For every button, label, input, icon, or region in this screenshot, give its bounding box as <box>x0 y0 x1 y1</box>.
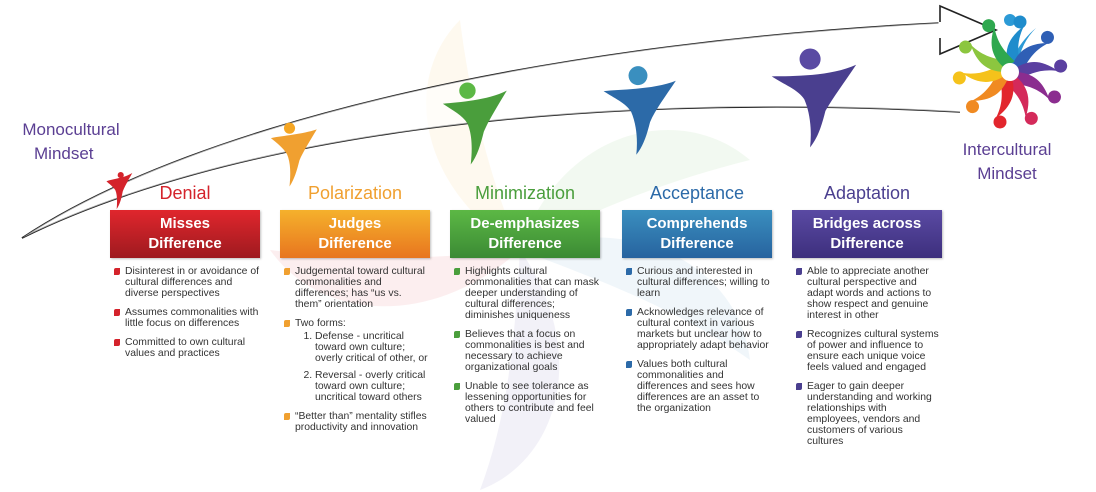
intercultural-pinwheel-icon <box>952 14 1068 129</box>
bullet-item: Disinterest in or avoidance of cultural … <box>114 266 260 299</box>
bullet-item: Two forms: Defense - uncritical toward o… <box>284 318 430 403</box>
figure-polarization-icon <box>270 122 317 187</box>
bullet-text: Assumes commonalities with little focus … <box>125 307 259 329</box>
monocultural-mindset-label: Monocultural Mindset <box>6 118 136 166</box>
bullet-item: Unable to see tolerance as lessening opp… <box>454 381 600 425</box>
stage-box: Bridges across Difference <box>792 210 942 258</box>
stage-box-line1: Bridges across <box>812 215 922 232</box>
intercultural-line1: Intercultural <box>962 140 1052 159</box>
bullet-text: Disinterest in or avoidance of cultural … <box>125 266 259 299</box>
stage-name: Denial <box>159 183 211 203</box>
bullet-text: Eager to gain deeper understanding and w… <box>807 381 932 447</box>
bullet-item: Committed to own cultural values and pra… <box>114 337 260 359</box>
bullet-text: Believes that a focus on commonalities i… <box>465 329 585 373</box>
stage-box-line2: Difference <box>660 235 734 252</box>
bullet-text: Values both cultural commonalities and d… <box>637 359 760 414</box>
stage-bullets: Highlights cultural commonalities that c… <box>450 266 600 425</box>
bullet-text: “Better than” mentality stifles producti… <box>295 411 427 433</box>
bullet-item: Believes that a focus on commonalities i… <box>454 329 600 373</box>
bullet-item: Eager to gain deeper understanding and w… <box>796 381 942 447</box>
bullet-text: Two forms: <box>295 318 346 329</box>
bullet-item: Acknowledges relevance of cultural conte… <box>626 307 772 351</box>
stage-box-line1: De-emphasizes <box>470 215 580 232</box>
stage-adaptation: Adaptation Bridges across Difference Abl… <box>792 180 942 455</box>
figure-minimization-icon <box>442 82 507 165</box>
stage-box-line1: Judges <box>328 215 382 232</box>
bullet-item: Recognizes cultural systems of power and… <box>796 329 942 373</box>
bullet-text: Committed to own cultural values and pra… <box>125 337 246 359</box>
monocultural-line1: Monocultural <box>22 120 120 139</box>
stage-box: De-emphasizes Difference <box>450 210 600 258</box>
stage-box: Judges Difference <box>280 210 430 258</box>
stage-name: Acceptance <box>649 183 745 203</box>
stage-box: Misses Difference <box>110 210 260 258</box>
figure-adaptation-icon <box>771 48 857 148</box>
stage-bullets: Curious and interested in cultural diffe… <box>622 266 772 414</box>
monocultural-line2: Mindset <box>34 144 94 163</box>
bullet-item: Able to appreciate another cultural pers… <box>796 266 942 321</box>
figure-denial-icon <box>106 172 133 210</box>
bullet-item: “Better than” mentality stifles producti… <box>284 411 430 433</box>
bullet-text: Recognizes cultural systems of power and… <box>807 329 939 373</box>
stage-box-line2: Difference <box>318 235 392 252</box>
bullet-text: Acknowledges relevance of cultural conte… <box>637 307 769 351</box>
intercultural-mindset-label: Intercultural Mindset <box>942 138 1072 186</box>
intercultural-line2: Mindset <box>977 164 1037 183</box>
bullet-text: Unable to see tolerance as lessening opp… <box>465 381 594 425</box>
sub-item: Reversal - overly critical toward own cu… <box>315 370 430 403</box>
bullet-text: Judgemental toward cultural commonalitie… <box>295 266 425 310</box>
stage-name: Polarization <box>307 183 403 203</box>
stage-box-line2: Difference <box>148 235 222 252</box>
sub-list: Defense - uncritical toward own culture;… <box>295 331 430 403</box>
bullet-text: Highlights cultural commonalities that c… <box>465 266 599 321</box>
bullet-text: Able to appreciate another cultural pers… <box>807 266 932 321</box>
figure-acceptance-icon <box>603 66 676 155</box>
bullet-item: Judgemental toward cultural commonalitie… <box>284 266 430 310</box>
bullet-item: Highlights cultural commonalities that c… <box>454 266 600 321</box>
stage-minimization: Minimization De-emphasizes Difference Hi… <box>450 180 600 433</box>
stage-name: Minimization <box>474 183 576 203</box>
stage-box-line1: Comprehends <box>646 215 748 232</box>
bullet-text: Curious and interested in cultural diffe… <box>637 266 770 299</box>
stage-box-line1: Misses <box>159 215 211 232</box>
bullet-item: Assumes commonalities with little focus … <box>114 307 260 329</box>
stage-acceptance: Acceptance Comprehends Difference Curiou… <box>622 180 772 422</box>
bullet-item: Values both cultural commonalities and d… <box>626 359 772 414</box>
stage-bullets: Able to appreciate another cultural pers… <box>792 266 942 447</box>
stage-box-line2: Difference <box>488 235 562 252</box>
stage-bullets: Disinterest in or avoidance of cultural … <box>110 266 260 359</box>
sub-item: Defense - uncritical toward own culture;… <box>315 331 430 364</box>
bullet-item: Curious and interested in cultural diffe… <box>626 266 772 299</box>
stage-name: Adaptation <box>823 183 911 203</box>
stage-box-line2: Difference <box>830 235 904 252</box>
stage-denial: Denial Misses Difference Disinterest in … <box>110 180 260 367</box>
stage-bullets: Judgemental toward cultural commonalitie… <box>280 266 430 433</box>
stage-box: Comprehends Difference <box>622 210 772 258</box>
stage-polarization: Polarization Judges Difference Judgement… <box>280 180 430 441</box>
